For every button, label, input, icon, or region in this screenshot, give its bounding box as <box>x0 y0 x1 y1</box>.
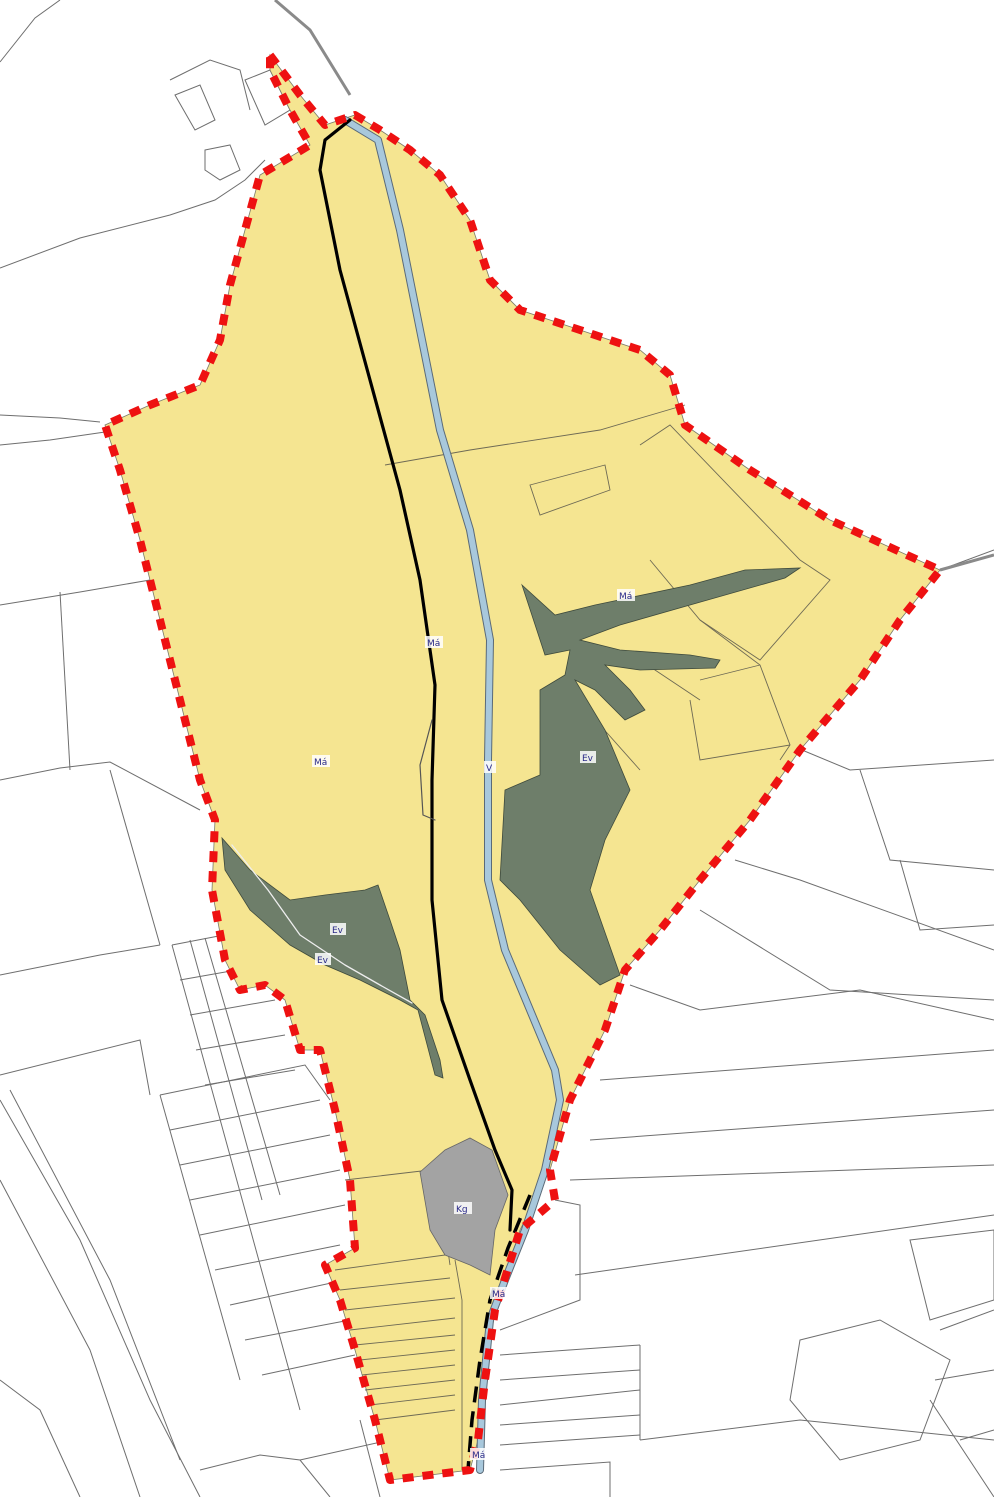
label-ma-bottom: Má <box>472 1451 485 1461</box>
label-kg: Kg <box>456 1205 468 1215</box>
label-ev-west: Ev <box>332 926 344 936</box>
area-boundary[interactable] <box>101 51 944 1484</box>
zone-forest-west[interactable] <box>221 836 444 1079</box>
label-ev-east: Ev <box>582 754 594 764</box>
label-ev-path: Ev <box>317 956 329 966</box>
zone-forest-east[interactable] <box>499 567 802 986</box>
zone-labels: Má Má Má Ev Ev Ev V Kg Má Má <box>312 589 635 1461</box>
label-ma-south: Má <box>492 1290 505 1300</box>
inner-parcel-lines <box>334 404 831 1470</box>
trail-west-forest <box>231 844 413 1004</box>
label-ma-center: Má <box>427 639 440 649</box>
stream-blue[interactable] <box>342 117 563 1473</box>
zone-agricultural[interactable] <box>104 53 941 1481</box>
label-v-stream: V <box>486 764 493 774</box>
label-ma-east: Má <box>619 592 632 602</box>
trail-branch <box>419 719 436 821</box>
trail-black[interactable] <box>318 118 514 1232</box>
label-ma-west: Má <box>314 758 327 768</box>
